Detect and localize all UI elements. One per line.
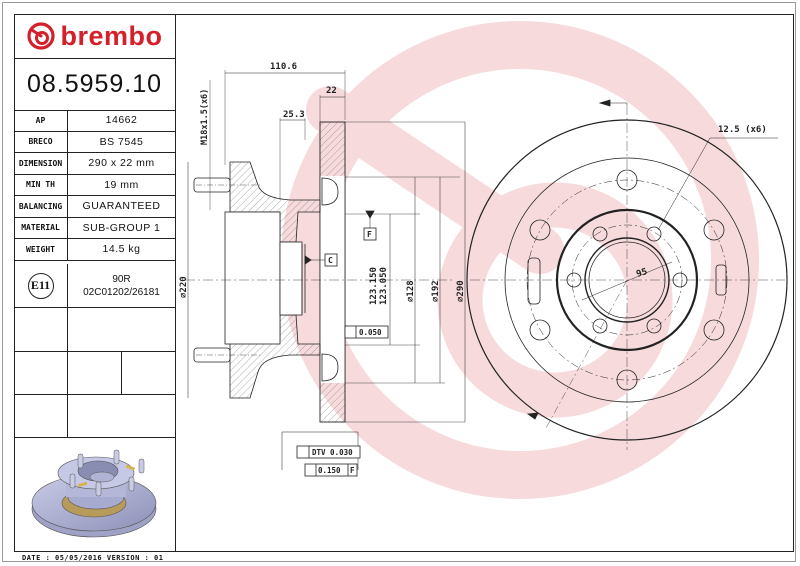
bore-min-dimension: 123.050 xyxy=(379,267,389,305)
spec-row-dimension: DIMENSION 290 x 22 mm xyxy=(14,153,175,175)
e-mark-icon: E11 xyxy=(27,272,54,299)
spec-row-balancing: BALANCING GUARANTEED xyxy=(14,196,175,218)
dim-flange-diameter: ⌀220 xyxy=(179,276,189,298)
spec-table: AP 14662 BRECO BS 7545 DIMENSION 290 x 2… xyxy=(14,110,175,261)
brembo-logo-icon xyxy=(27,22,56,50)
stud-thread-callout: M18x1.5(x6) xyxy=(200,89,210,145)
dim-hub-offset: 25.3 xyxy=(283,110,305,120)
hole-callout: 12.5 (x6) xyxy=(718,125,767,135)
front-view xyxy=(466,99,788,450)
spec-value: GUARANTEED xyxy=(82,200,161,213)
brembo-watermark-icon xyxy=(281,21,759,499)
dtv-tolerance: DTV 0.030 xyxy=(312,448,353,457)
spec-label: MATERIAL xyxy=(14,217,68,238)
spec-row-weight: WEIGHT 14.5 kg xyxy=(14,239,175,261)
date-version-footer: DATE : 05/05/2016 VERSION : 01 xyxy=(22,554,164,562)
approval-row: E11 90R 02C01202/26181 xyxy=(14,264,175,308)
disc-3d-render xyxy=(14,437,175,552)
spec-value: SUB-GROUP 1 xyxy=(82,221,161,234)
dim-overall-width: 110.6 xyxy=(270,62,297,72)
approval-regulation: 90R xyxy=(112,273,131,285)
spec-label: MIN TH xyxy=(14,174,68,195)
title-block: brembo 08.5959.10 AP 14662 BRECO BS 7545… xyxy=(14,14,176,552)
dim-diameter-290: ⌀290 xyxy=(456,280,466,302)
brand-logo-text: brembo xyxy=(60,20,163,51)
datum-c-label: C xyxy=(328,256,333,265)
front-dimension-labels: 12.5 (x6) 95 xyxy=(635,125,767,280)
dim-disc-thickness: 22 xyxy=(326,86,337,96)
approval-text: 90R 02C01202/26181 xyxy=(68,264,175,307)
runout-datum: F xyxy=(350,466,355,475)
drawing-canvas: 110.6 22 25.3 M18x1.5(x6) ⌀220 F C 123.1… xyxy=(179,21,788,499)
section-dimension-labels: 110.6 22 25.3 M18x1.5(x6) ⌀220 F C 123.1… xyxy=(179,62,466,475)
drawing-sheet xyxy=(14,14,794,552)
flatness-tolerance: 0.050 xyxy=(359,328,382,337)
pcd-label: 95 xyxy=(635,267,648,280)
spec-row-material: MATERIAL SUB-GROUP 1 xyxy=(14,217,175,239)
spec-value: 19 mm xyxy=(104,178,139,191)
spec-value: BS 7545 xyxy=(99,135,144,148)
spec-label: DIMENSION xyxy=(14,153,68,174)
section-view xyxy=(185,70,466,477)
part-number-cell: 08.5959.10 xyxy=(14,58,175,111)
spec-row-breco: BRECO BS 7545 xyxy=(14,131,175,153)
spec-label: AP xyxy=(14,110,68,131)
disc-render-image xyxy=(31,449,157,538)
approval-number: 02C01202/26181 xyxy=(83,286,160,298)
runout-tolerance: 0.150 xyxy=(318,466,341,475)
spec-row-ap: AP 14662 xyxy=(14,110,175,132)
part-number: 08.5959.10 xyxy=(26,69,163,98)
datum-f-label: F xyxy=(367,230,372,239)
logo-cell: brembo xyxy=(14,14,175,59)
spec-label: BRECO xyxy=(14,131,68,152)
empty-row xyxy=(14,307,175,352)
technical-drawing: 110.6 22 25.3 M18x1.5(x6) ⌀220 F C 123.1… xyxy=(176,14,794,552)
spec-label: WEIGHT xyxy=(14,239,68,260)
empty-row xyxy=(14,394,175,438)
spec-value: 290 x 22 mm xyxy=(88,157,155,170)
spec-value: 14.5 kg xyxy=(102,243,141,256)
dim-diameter-128: ⌀128 xyxy=(406,280,416,302)
approval-mark-cell: E11 xyxy=(14,264,68,307)
bore-max-dimension: 123.150 xyxy=(369,267,379,305)
dim-diameter-192: ⌀192 xyxy=(431,280,441,302)
e-mark-text: E11 xyxy=(30,278,51,292)
empty-row xyxy=(14,351,175,395)
spec-row-min-th: MIN TH 19 mm xyxy=(14,174,175,196)
spec-value: 14662 xyxy=(105,114,138,127)
spec-label: BALANCING xyxy=(14,196,68,217)
